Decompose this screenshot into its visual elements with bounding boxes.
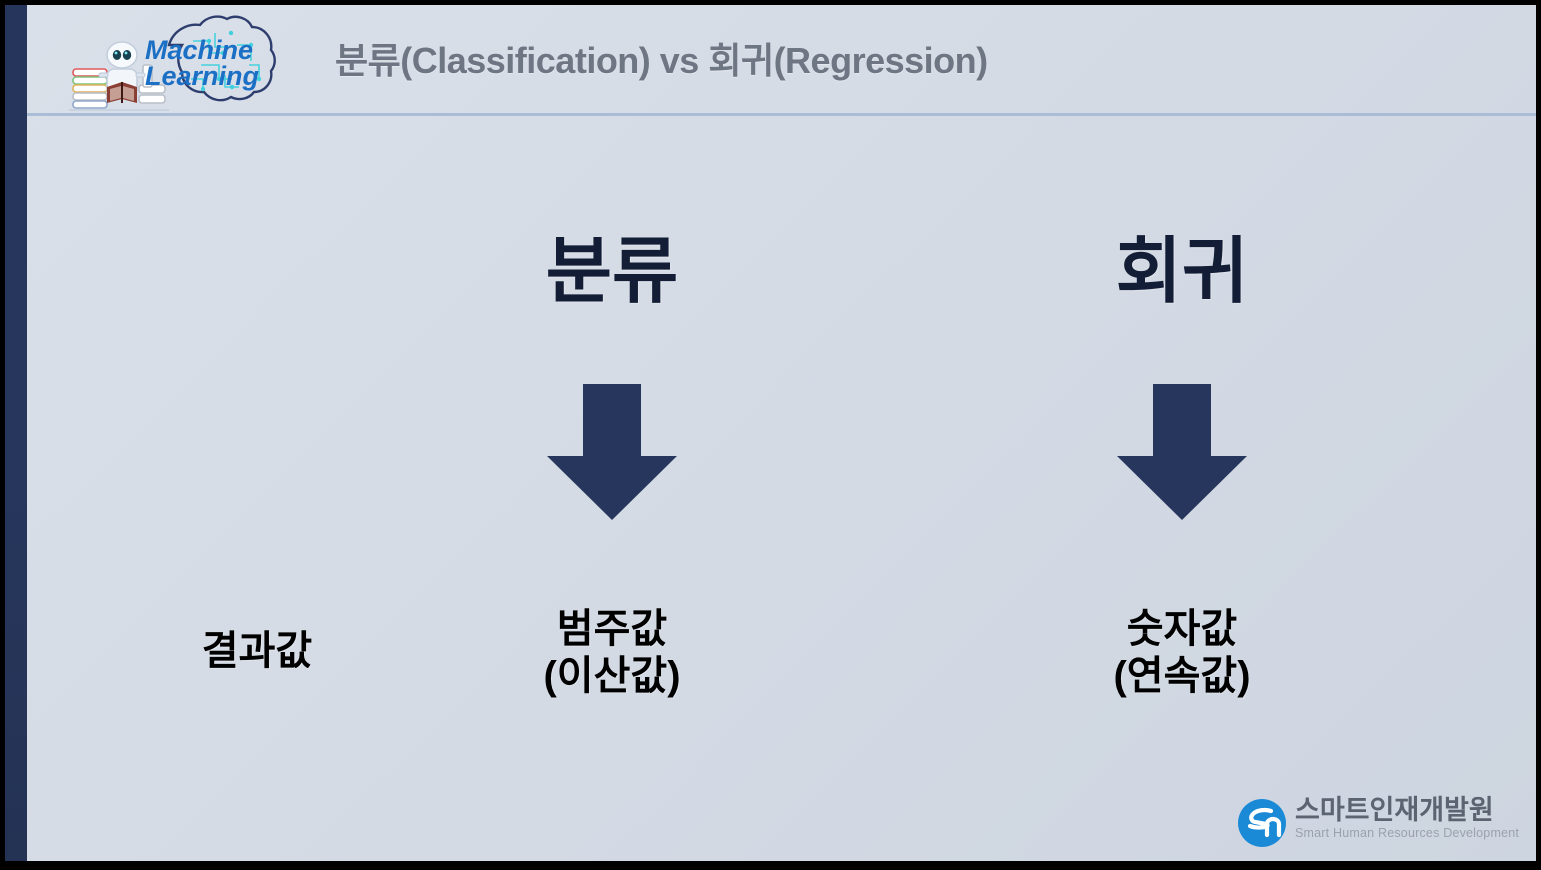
page-title: 분류(Classification) vs 회귀(Regression) [335,40,988,81]
organization-logo: 스마트인재개발원 Smart Human Resources Developme… [1237,796,1519,852]
slide-header: Machine Learning 분류(Classification) vs 회… [27,5,1536,113]
brand-line1: Machine [145,35,253,65]
column-value-numeric: 숫자값 (연속값) [1113,607,1251,699]
header-divider [27,113,1536,116]
brand-line2: Learning [145,61,260,91]
column-heading-regression: 회귀 [1115,232,1249,312]
organization-name-en: Smart Human Resources Development [1295,826,1520,841]
left-accent-bar [5,5,27,861]
machine-learning-robot-brain-logo: Machine Learning [65,11,305,115]
organization-logo-text: 스마트인재개발원 Smart Human Resources Developme… [1295,795,1520,841]
row-label-result-value: 결과값 [201,629,313,673]
down-arrow-icon [997,384,1367,520]
column-heading-classification: 분류 [545,232,679,312]
sn-circle-logo [1237,798,1287,848]
slide-canvas: Machine Learning 분류(Classification) vs 회… [5,5,1536,861]
down-arrow-icon [427,384,797,520]
organization-name-ko: 스마트인재개발원 [1295,795,1494,825]
slide-body: 결과값 분류 범주값 (이산값) 회귀 숫자값 (연속값) [27,116,1536,861]
column-value-categorical: 범주값 (이산값) [543,607,681,699]
